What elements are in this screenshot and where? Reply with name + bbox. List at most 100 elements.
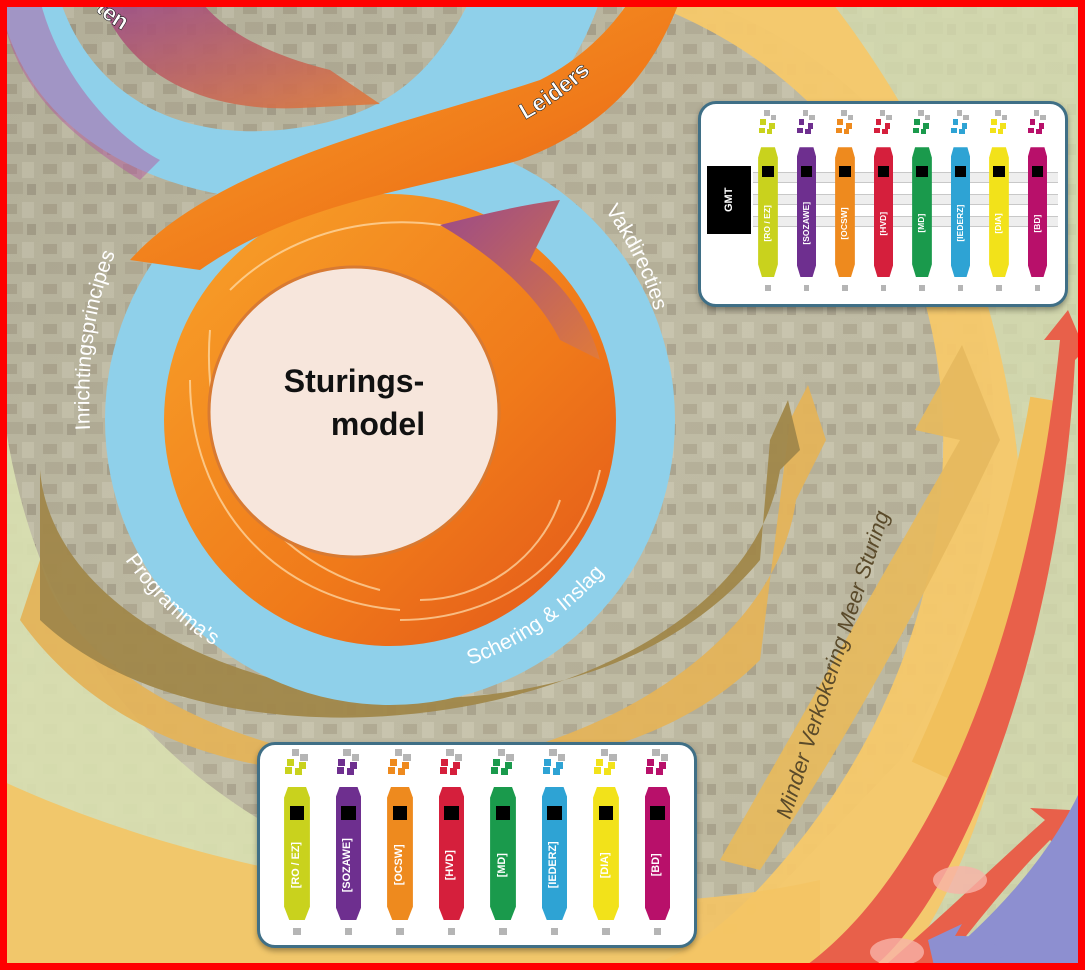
pillar-dot xyxy=(997,128,1004,135)
pillar-dot xyxy=(809,114,815,121)
orange-swoosh xyxy=(130,0,680,270)
pillar-dot xyxy=(884,123,891,129)
pillar-dot xyxy=(286,758,294,766)
pillar-dot xyxy=(959,128,965,135)
pillar-dot xyxy=(607,762,615,770)
pillar-dot xyxy=(995,110,1001,116)
pillar-code: [OCSW] xyxy=(392,844,405,886)
pillar-dot xyxy=(557,753,566,761)
pillar-dot xyxy=(912,127,919,134)
pillar-8: [BD] xyxy=(641,749,675,939)
pillar-dot xyxy=(343,749,351,757)
pillar-square xyxy=(392,806,408,821)
red-arrow-outer xyxy=(800,310,1085,970)
pillar-dot xyxy=(961,123,968,129)
pillar-1: [RO / EZ] xyxy=(755,110,781,296)
pillar-square xyxy=(762,165,774,178)
center-circle-stroke xyxy=(207,265,501,559)
pillar-foot xyxy=(550,927,559,935)
pillar-code: [MD] xyxy=(916,213,927,233)
pillar-square xyxy=(916,165,928,178)
pillar-dot xyxy=(338,758,346,766)
pillar-foot xyxy=(996,284,1002,291)
pillar-square xyxy=(954,165,967,178)
pillar-dot xyxy=(291,749,300,757)
pillar-dot xyxy=(346,768,354,776)
pillar-dot xyxy=(874,127,881,134)
pillar-foot xyxy=(919,284,925,291)
pillar-dot xyxy=(1000,123,1006,129)
pillar-foot xyxy=(880,284,887,291)
pillar-dot xyxy=(924,114,931,121)
pillar-code: [BD] xyxy=(650,853,663,877)
pillar-dot xyxy=(952,119,959,125)
pillar-dot xyxy=(401,762,409,770)
pillar-dot xyxy=(1040,114,1046,121)
vakdirecties-arrow xyxy=(440,200,600,360)
pillar-dot xyxy=(989,127,996,134)
pillar-foot xyxy=(653,927,662,935)
pillar-dot xyxy=(847,114,854,121)
pillar-dot xyxy=(660,753,669,761)
pillar-body xyxy=(1027,147,1048,278)
pillar-code: [IEDERZ] xyxy=(954,204,965,242)
pillar-dot xyxy=(841,110,847,116)
pillar-dot xyxy=(956,110,963,116)
center-title-line2: model xyxy=(331,406,425,442)
pillar-body xyxy=(758,147,778,278)
pillar-dot xyxy=(1029,119,1036,125)
pillar-dot xyxy=(398,768,406,776)
violet-arrowhead xyxy=(928,924,1008,970)
pillar-dot xyxy=(453,762,461,770)
pillar-code: [DIA] xyxy=(993,213,1004,234)
pillar-dot xyxy=(920,128,927,135)
pillar-dot xyxy=(914,119,920,125)
pillar-dot xyxy=(659,762,667,770)
pillar-dot xyxy=(846,123,852,129)
top-left-violet xyxy=(0,0,160,180)
pillar-foot xyxy=(957,284,964,291)
pillar-5: [MD] xyxy=(909,110,935,296)
pillar-body xyxy=(835,147,855,278)
pillar-square xyxy=(444,806,459,821)
pillar-foot xyxy=(499,927,507,935)
pillar-dot xyxy=(491,767,499,775)
pillar-dot xyxy=(647,758,655,766)
pillar-body xyxy=(912,147,932,278)
pillar-dot xyxy=(843,128,850,135)
pillar-4: [HVD] xyxy=(435,749,469,939)
pillar-dot xyxy=(758,127,765,134)
pillar-dot xyxy=(549,749,557,757)
pillar-dot xyxy=(542,767,550,775)
big-gold-arrow xyxy=(720,345,1000,870)
pillar-foot xyxy=(344,927,353,935)
pillar-dot xyxy=(295,768,303,776)
pillar-dot xyxy=(923,123,929,129)
pillar-dot xyxy=(951,127,958,134)
pillar-code: [RO / EZ] xyxy=(289,841,302,888)
pillar-code: [OCSW] xyxy=(839,207,850,240)
top-violet-arrow xyxy=(100,0,380,109)
pillar-2: [SOZAWE] xyxy=(332,749,366,939)
pillar-foot xyxy=(842,284,848,291)
pillar-square xyxy=(993,165,1005,178)
pillar-dot xyxy=(769,123,775,129)
pillar-dot xyxy=(802,110,809,116)
pillar-square xyxy=(877,165,890,178)
gold-stream xyxy=(911,396,1070,779)
pillar-dot xyxy=(388,767,396,775)
pillar-dot xyxy=(552,768,560,776)
pillar-dot xyxy=(770,114,777,121)
pillar-dot xyxy=(350,762,358,770)
pillar-dot xyxy=(394,749,403,757)
pillar-square xyxy=(495,806,511,821)
pillar-dot xyxy=(760,119,766,125)
pillar-square xyxy=(598,806,614,821)
pillar-square xyxy=(839,165,851,178)
center-title-line1: Sturings- xyxy=(284,363,424,399)
pillar-dot xyxy=(594,767,602,775)
pillar-code: [HVD] xyxy=(444,849,457,880)
pillar-dot xyxy=(645,767,653,775)
pillar-dot xyxy=(1038,123,1045,129)
